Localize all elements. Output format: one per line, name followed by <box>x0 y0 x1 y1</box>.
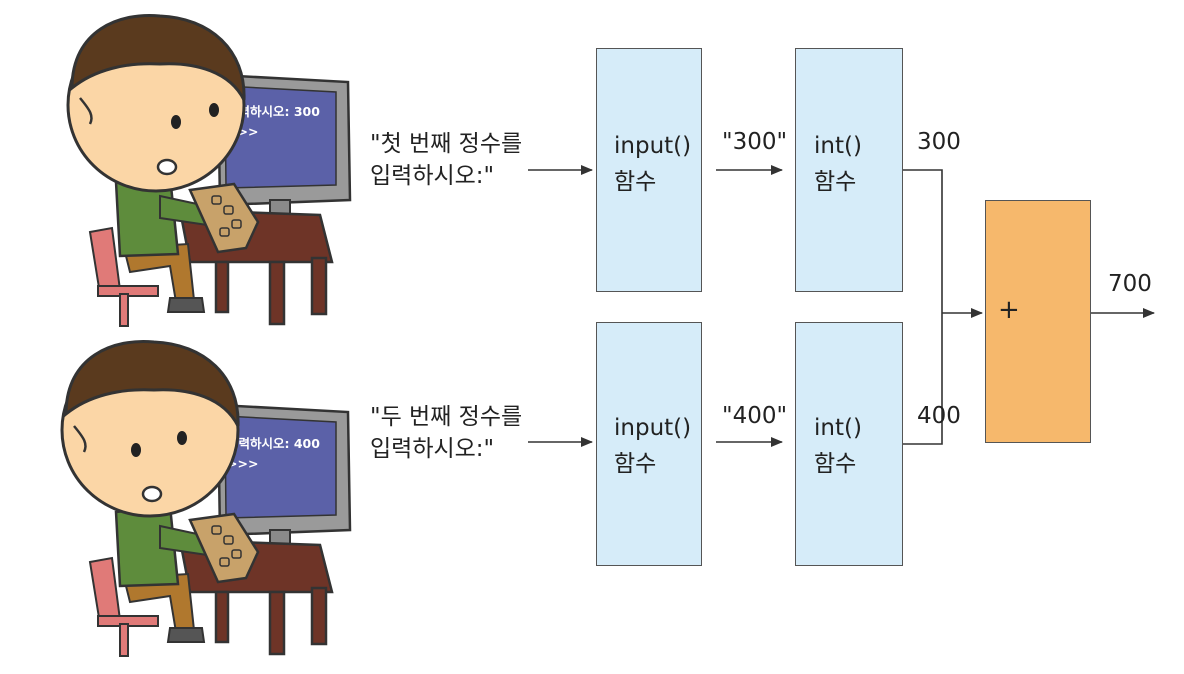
chair-1 <box>88 226 159 327</box>
int-function-label-2: int() 함수 <box>814 410 862 482</box>
person-at-computer-2: 입력하시오: 400 >>> <box>60 339 352 657</box>
hair-2 <box>64 339 240 427</box>
int-value-1: 300 <box>917 129 961 155</box>
monitor-2: 입력하시오: 400 >>> <box>216 403 352 551</box>
prompt-2-line1: "두 번째 정수를 <box>370 404 523 430</box>
prompt-2: "두 번째 정수를 입력하시오:" <box>370 401 522 465</box>
prompt-1-line1: "첫 번째 정수를 <box>370 131 523 157</box>
prompt-1-line2: 입력하시오:" <box>370 163 495 189</box>
int-function-box-2 <box>795 322 903 566</box>
int-value-2: 400 <box>917 403 961 429</box>
int-function-name: int() <box>814 415 862 441</box>
input-function-suffix: 함수 <box>614 451 657 477</box>
head-2 <box>60 339 240 518</box>
head-1 <box>66 13 246 193</box>
keyboard-1 <box>188 182 260 254</box>
input-function-name: input() <box>614 133 692 159</box>
screen-text-line1: 입력하시오: 400 <box>227 436 320 451</box>
screen-text-line2: >>> <box>227 456 258 471</box>
adder-label: + <box>998 295 1020 325</box>
input-function-name: input() <box>614 415 692 441</box>
prompt-2-line2: 입력하시오:" <box>370 436 495 462</box>
string-value-1: "300" <box>722 129 788 155</box>
string-value-2: "400" <box>722 403 788 429</box>
int-function-suffix: 함수 <box>814 169 857 195</box>
adder-box <box>985 200 1091 443</box>
screen-text-line1: 입력하시오: 300 <box>227 104 320 119</box>
hair-1 <box>70 13 246 101</box>
int-function-name: int() <box>814 133 862 159</box>
person-at-computer-1: 입력하시오: 300 >>> <box>66 13 352 327</box>
keyboard-2 <box>188 512 260 584</box>
input-function-box-2 <box>596 322 702 566</box>
input-function-label-1: input() 함수 <box>614 128 691 200</box>
prompt-1: "첫 번째 정수를 입력하시오:" <box>370 128 522 192</box>
chair-2 <box>88 556 159 657</box>
result-value: 700 <box>1108 271 1152 297</box>
int-function-box-1 <box>795 48 903 292</box>
input-function-suffix: 함수 <box>614 169 657 195</box>
line-int1-to-adder <box>903 169 943 445</box>
int-function-suffix: 함수 <box>814 451 857 477</box>
input-function-label-2: input() 함수 <box>614 410 691 482</box>
input-function-box-1 <box>596 48 702 292</box>
int-function-label-1: int() 함수 <box>814 128 862 200</box>
